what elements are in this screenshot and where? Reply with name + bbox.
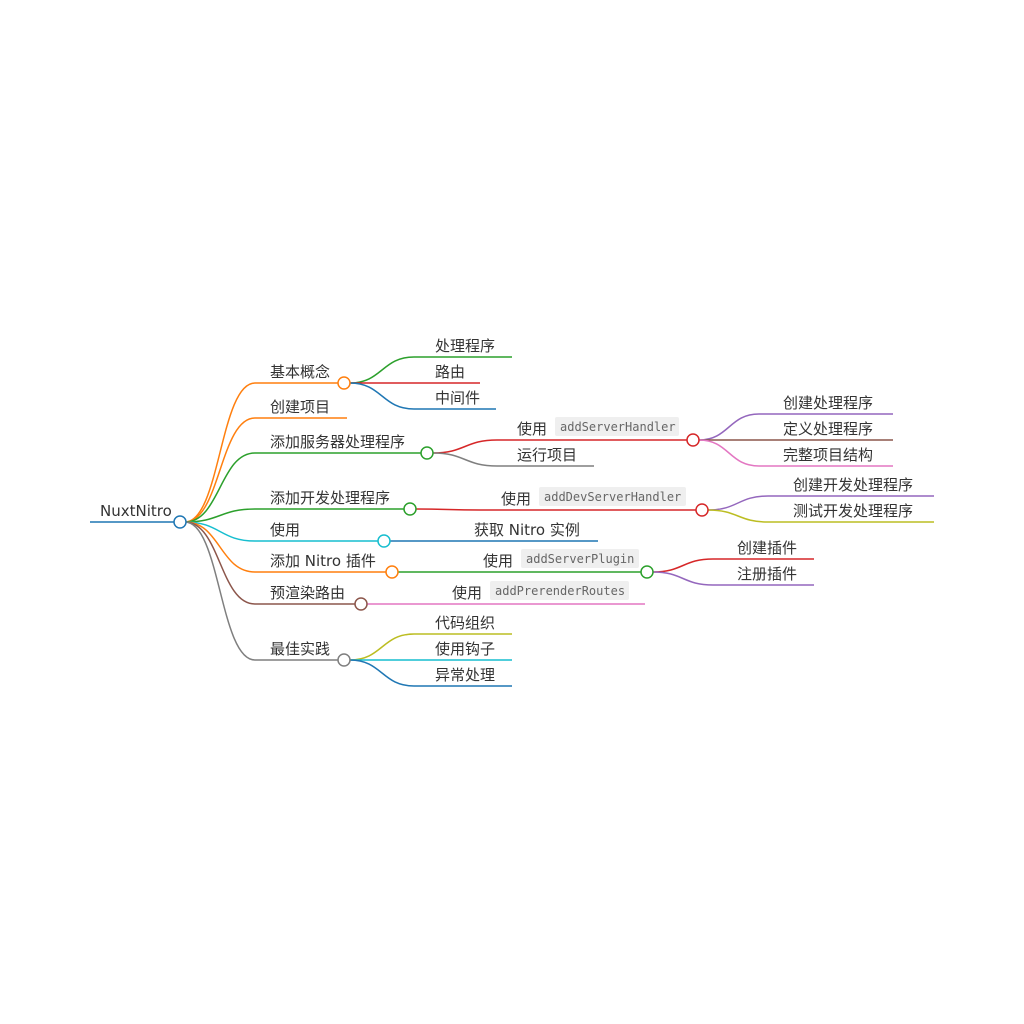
branch-toggle-6[interactable] xyxy=(354,597,368,611)
code-node-prefix: 使用 xyxy=(501,490,531,508)
child-node: 获取 Nitro 实例 xyxy=(474,521,580,539)
leaf-node: 测试开发处理程序 xyxy=(793,502,913,520)
child-node: 使用钩子 xyxy=(435,640,495,658)
code-node-code-bg xyxy=(490,581,629,600)
branch-edge-7 xyxy=(184,521,338,661)
branch-node: 添加服务器处理程序 xyxy=(270,433,405,451)
child-toggle-3-0[interactable] xyxy=(695,503,709,517)
branch-toggle-5[interactable] xyxy=(385,565,399,579)
branch-toggle-7[interactable] xyxy=(337,653,351,667)
branch-node: 创建项目 xyxy=(270,398,330,416)
child-node: 路由 xyxy=(435,363,465,381)
branch-toggle-4[interactable] xyxy=(377,534,391,548)
code-node-code-bg xyxy=(521,549,639,568)
code-node-code-bg xyxy=(539,487,686,506)
code-node-code: addPrerenderRoutes xyxy=(495,584,625,598)
leaf-node: 创建开发处理程序 xyxy=(793,476,913,494)
code-node-prefix: 使用 xyxy=(483,552,513,570)
edge-7-2 xyxy=(349,659,512,687)
branch-edge-1 xyxy=(184,417,347,523)
edge-0-2 xyxy=(349,382,496,410)
code-node-code: addServerHandler xyxy=(560,420,676,434)
code-node-code: addServerPlugin xyxy=(526,552,634,566)
child-toggle-2-0[interactable] xyxy=(686,433,700,447)
branch-toggle-0[interactable] xyxy=(337,376,351,390)
edge-7-0 xyxy=(349,633,512,661)
branch-edge-6 xyxy=(184,521,355,605)
branch-node: 使用 xyxy=(270,521,300,539)
branch-toggle-3[interactable] xyxy=(403,502,417,516)
branch-node: 添加 Nitro 插件 xyxy=(270,552,376,570)
root-label: NuxtNitro xyxy=(100,502,172,520)
edge-5-0-1 xyxy=(652,571,814,586)
branch-node: 预渲染路由 xyxy=(270,584,345,602)
leaf-node: 定义处理程序 xyxy=(783,420,873,438)
child-node: 处理程序 xyxy=(435,337,495,355)
edge-3-0 xyxy=(415,508,696,511)
code-node-code: addDevServerHandler xyxy=(544,490,681,504)
branch-node: 基本概念 xyxy=(270,363,330,381)
branch-node: 添加开发处理程序 xyxy=(270,489,390,507)
branch-toggle-2[interactable] xyxy=(420,446,434,460)
edge-3-0-0 xyxy=(707,495,934,511)
code-node-code-bg xyxy=(555,417,679,436)
edge-2-0-2 xyxy=(698,439,893,467)
leaf-node: 注册插件 xyxy=(737,565,797,583)
leaf-node: 创建处理程序 xyxy=(783,394,873,412)
branch-edge-5 xyxy=(184,521,386,573)
child-node: 代码组织 xyxy=(435,614,495,632)
code-node-prefix: 使用 xyxy=(452,584,482,602)
child-node: 运行项目 xyxy=(517,446,577,464)
root-toggle[interactable] xyxy=(173,515,187,529)
edge-2-0-0 xyxy=(698,413,893,441)
leaf-node: 创建插件 xyxy=(737,539,797,557)
edge-2-0 xyxy=(432,439,687,454)
branch-edge-4 xyxy=(184,521,378,542)
edge-0-0 xyxy=(349,356,512,384)
edge-2-1 xyxy=(432,452,594,467)
branch-edge-3 xyxy=(184,508,404,523)
branch-edge-2 xyxy=(184,452,421,523)
leaf-node: 完整项目结构 xyxy=(783,446,873,464)
child-node: 异常处理 xyxy=(435,666,495,684)
edge-5-0-0 xyxy=(652,558,814,573)
child-toggle-5-0[interactable] xyxy=(640,565,654,579)
edge-3-0-1 xyxy=(707,509,934,523)
child-node: 中间件 xyxy=(435,389,480,407)
branch-node: 最佳实践 xyxy=(270,640,330,658)
code-node-prefix: 使用 xyxy=(517,420,547,438)
branch-edge-0 xyxy=(184,382,338,523)
